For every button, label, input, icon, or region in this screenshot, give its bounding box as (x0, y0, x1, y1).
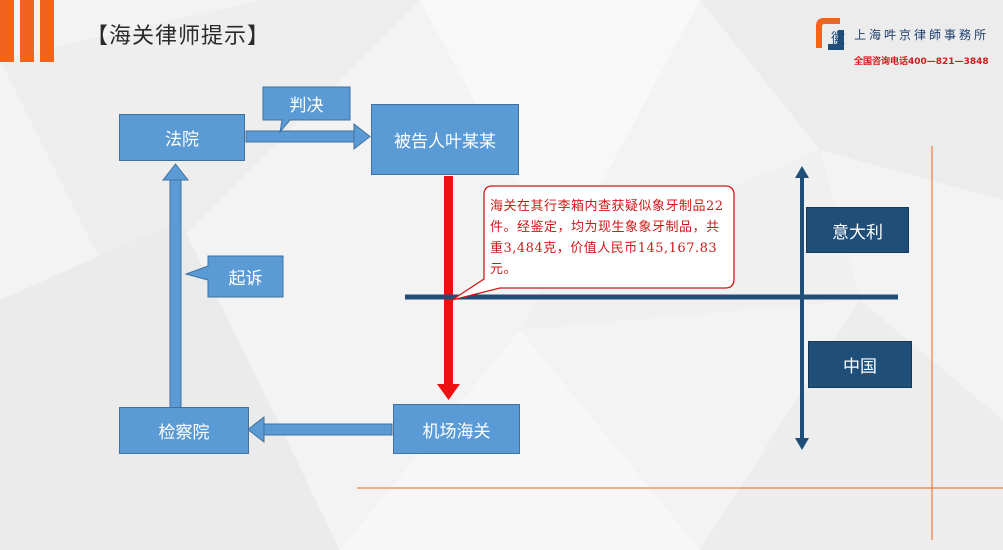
node-procuratorate: 检察院 (119, 407, 249, 454)
node-airport-customs: 机场海关 (393, 404, 520, 454)
node-court: 法院 (119, 114, 245, 161)
label-prosecution: 起诉 (228, 269, 263, 289)
firm-logo: 徽 上海吽京律師事務所 全国咨询电话400—821—3848 (808, 12, 998, 72)
firm-name: 上海吽京律師事務所 (854, 28, 990, 42)
firm-logo-icon: 徽 (816, 18, 845, 50)
logo-mark-glyph: 徽 (831, 31, 845, 47)
node-china: 中国 (808, 341, 912, 388)
node-defendant: 被告人叶某某 (371, 104, 519, 175)
callout-text: 海关在其行李箱内查获疑似象牙制品22件。经鉴定，均为现生象象牙制品，共重3,48… (490, 199, 724, 277)
node-italy: 意大利 (806, 207, 909, 253)
header-accent-bars (0, 0, 70, 62)
hotline: 全国咨询电话400—821—3848 (854, 57, 989, 67)
label-judgment: 判决 (289, 96, 324, 116)
slide-title: 【海关律师提示】 (86, 24, 271, 49)
